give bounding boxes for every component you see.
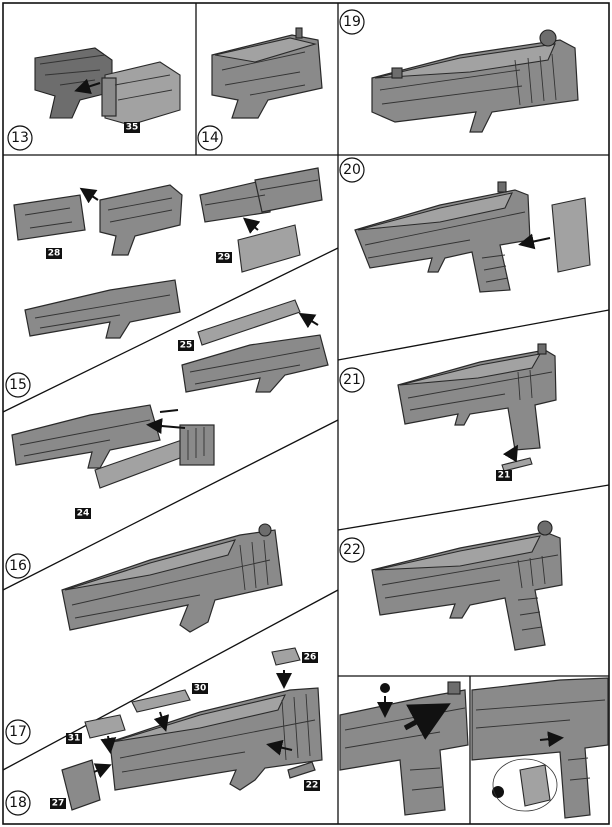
part-35-label: 35 xyxy=(126,123,139,133)
part-21-label: 21 xyxy=(498,471,511,481)
step-22-number: 22 xyxy=(343,542,361,558)
part-28-label: 28 xyxy=(48,249,61,259)
step-14-badge xyxy=(197,125,223,151)
divider-21-22 xyxy=(337,484,610,531)
step-15-lower-illustration xyxy=(11,404,215,489)
step-17-18-illustration xyxy=(61,647,323,811)
part-27-label: 27 xyxy=(52,799,65,809)
step-13-number: 13 xyxy=(11,130,29,146)
divider-16-17 xyxy=(2,589,339,771)
part-22-tag xyxy=(304,780,320,791)
step-22-badge xyxy=(339,537,365,563)
step-16-badge xyxy=(5,553,31,579)
step-17-badge xyxy=(5,719,31,745)
step-14-illustration xyxy=(211,27,323,119)
part-26-label: 26 xyxy=(304,653,317,663)
divider-20-21 xyxy=(337,309,610,361)
step-17-number: 17 xyxy=(9,724,27,740)
step-15-badge xyxy=(5,372,31,398)
step-18-badge xyxy=(5,790,31,816)
step-19-badge xyxy=(339,9,365,35)
part-30-tag xyxy=(192,683,208,694)
step-21-badge xyxy=(339,367,365,393)
step-16-number: 16 xyxy=(9,558,27,574)
step-14-number: 14 xyxy=(201,130,219,146)
step-15-illustration xyxy=(13,167,329,393)
part-27-tag xyxy=(50,798,66,809)
part-31-tag xyxy=(66,733,82,744)
part-35-tag xyxy=(124,122,140,133)
part-25-label: 25 xyxy=(180,341,193,351)
part-21-tag xyxy=(496,470,512,481)
step-18-number: 18 xyxy=(9,795,27,811)
divider-15-16 xyxy=(2,419,339,591)
step-19-illustration xyxy=(371,29,579,133)
step-19-number: 19 xyxy=(343,14,361,30)
step-15-number: 15 xyxy=(9,377,27,393)
step-13-illustration xyxy=(34,47,181,126)
part-29-tag xyxy=(216,252,232,263)
step-20-badge xyxy=(339,157,365,183)
step-13-badge xyxy=(7,125,33,151)
part-24-tag xyxy=(75,508,91,519)
part-26-tag xyxy=(302,652,318,663)
step-20-illustration xyxy=(354,181,591,293)
detail-panel-left xyxy=(339,681,469,816)
step-21-number: 21 xyxy=(343,372,361,388)
part-22-label: 22 xyxy=(306,781,319,791)
part-25-tag xyxy=(178,340,194,351)
step-16-illustration xyxy=(61,523,283,633)
step-20-number: 20 xyxy=(343,162,361,178)
part-30-label: 30 xyxy=(194,684,207,694)
step-22-illustration xyxy=(371,520,563,651)
part-24-label: 24 xyxy=(77,509,90,519)
part-28-tag xyxy=(46,248,62,259)
divider-15-upper xyxy=(2,247,339,413)
part-29-label: 29 xyxy=(218,253,231,263)
step-21-illustration xyxy=(397,343,557,472)
detail-panel-right xyxy=(471,677,609,819)
part-31-label: 31 xyxy=(68,734,81,744)
